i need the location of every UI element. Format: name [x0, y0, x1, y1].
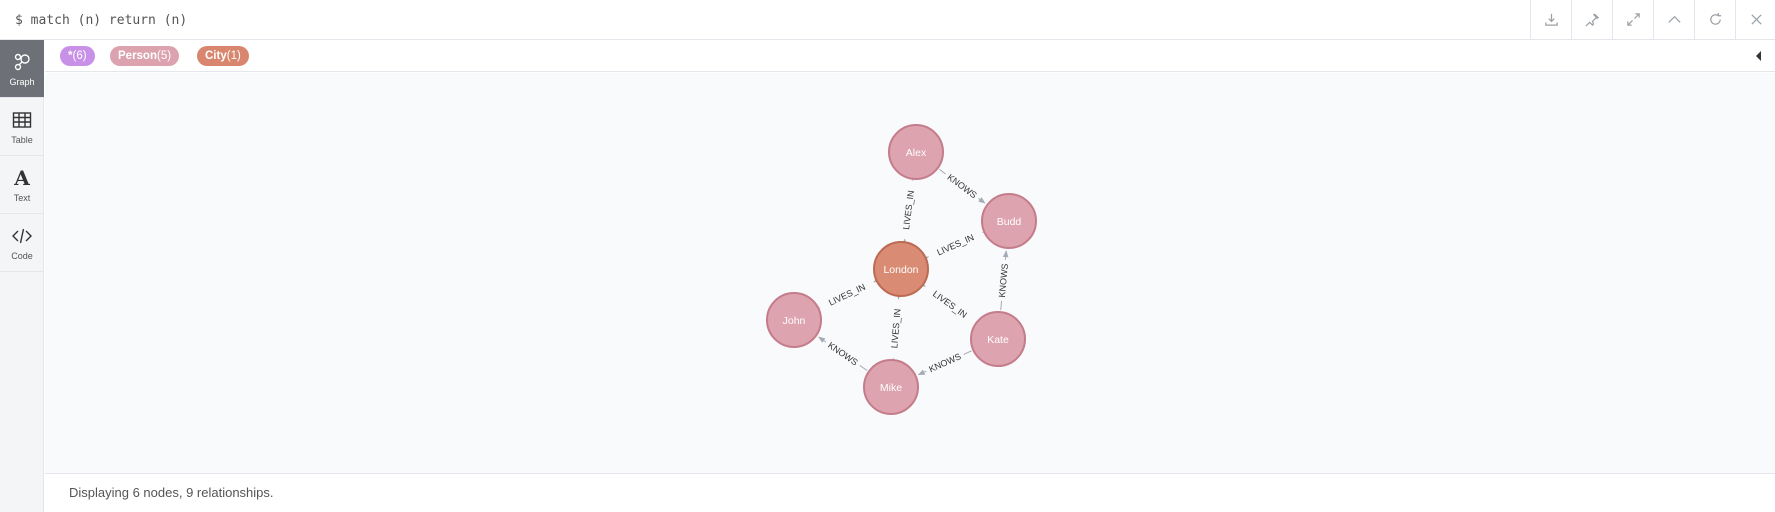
- relationship-label: KNOWS: [826, 340, 860, 368]
- node-label: Alex: [906, 147, 927, 159]
- sidebar-item-text[interactable]: A Text: [0, 156, 44, 214]
- node-circle: [766, 292, 822, 348]
- node-alex[interactable]: Alex: [888, 124, 944, 180]
- relationship-label: LIVES_IN: [935, 232, 975, 257]
- sidebar-item-label: Graph: [9, 76, 35, 87]
- text-icon: A: [14, 165, 30, 190]
- relationship-line: [859, 365, 868, 371]
- relationship-label: KNOWS: [945, 172, 978, 200]
- query-bar: $ match (n) return (n): [0, 0, 1775, 40]
- expand-icon: [1626, 13, 1640, 26]
- collapse-button[interactable]: [1653, 0, 1694, 39]
- collapse-legend-icon[interactable]: [1756, 51, 1761, 61]
- download-button[interactable]: [1530, 0, 1571, 39]
- relationship-lives-in[interactable]: LIVES_IN: [819, 276, 881, 309]
- rerun-icon: [1709, 12, 1721, 25]
- relationship-lives-in[interactable]: LIVES_IN: [918, 280, 975, 323]
- node-circle: [981, 193, 1037, 249]
- sidebar-item-label: Table: [11, 134, 33, 145]
- view-sidebar: Graph Table A Text Code: [0, 40, 44, 512]
- relationship-knows[interactable]: KNOWS: [938, 168, 986, 204]
- close-button[interactable]: [1735, 0, 1775, 39]
- relationship-knows[interactable]: KNOWS: [818, 336, 868, 371]
- relationship-label: LIVES_IN: [931, 289, 969, 320]
- relationship-line: [1002, 250, 1009, 261]
- relationship-line: [917, 369, 927, 376]
- legend-bar: *(6) Person(5) City(1): [45, 40, 1775, 72]
- status-text: Displaying 6 nodes, 9 relationships.: [69, 485, 274, 500]
- relationship-knows[interactable]: KNOWS: [917, 350, 972, 376]
- legend-count: (5): [157, 50, 172, 62]
- node-mike[interactable]: Mike: [863, 359, 919, 415]
- relationship-lives-in[interactable]: LIVES_IN: [901, 179, 916, 246]
- legend-label: City: [205, 50, 227, 62]
- legend-count: (1): [226, 50, 241, 62]
- node-kate[interactable]: Kate: [970, 311, 1026, 367]
- close-icon: [1750, 14, 1762, 25]
- node-circle: [888, 124, 944, 180]
- relationship-line: [963, 350, 972, 355]
- query-text[interactable]: $ match (n) return (n): [15, 13, 188, 28]
- node-circle: [863, 359, 919, 415]
- legend-label: *: [68, 50, 73, 62]
- pin-button[interactable]: [1571, 0, 1612, 39]
- relationship-line: [938, 168, 946, 175]
- pin-icon: [1585, 13, 1599, 27]
- node-label: Mike: [880, 382, 902, 394]
- graph-canvas[interactable]: KNOWS LIVES_IN LIVES_IN LIVES_IN LIVES_IN KNO…: [45, 73, 1775, 473]
- node-budd[interactable]: Budd: [981, 193, 1037, 249]
- sidebar-item-graph[interactable]: Graph: [0, 40, 44, 98]
- relationship-label: LIVES_IN: [901, 190, 916, 230]
- relationship-label: LIVES_IN: [827, 282, 867, 308]
- legend-pill-person[interactable]: Person(5): [110, 46, 180, 66]
- node-circle: [970, 311, 1026, 367]
- relationship-label: LIVES_IN: [889, 308, 902, 348]
- graph-svg: KNOWS LIVES_IN LIVES_IN LIVES_IN LIVES_IN KNO…: [766, 124, 1037, 415]
- node-label: Kate: [987, 334, 1009, 346]
- relationship-lives-in[interactable]: LIVES_IN: [889, 292, 903, 359]
- legend-count: (6): [72, 50, 87, 62]
- code-icon: [12, 228, 32, 243]
- collapse-up-icon: [1667, 15, 1681, 23]
- relationship-line: [1000, 300, 1003, 311]
- rerun-button[interactable]: [1694, 0, 1735, 39]
- node-circle: [873, 241, 929, 297]
- relationship-label: KNOWS: [927, 351, 962, 374]
- node-label: London: [883, 264, 918, 276]
- fullscreen-button[interactable]: [1612, 0, 1653, 39]
- relationship-label: KNOWS: [997, 263, 1010, 298]
- sidebar-item-label: Text: [13, 192, 31, 203]
- relationship-line: [978, 197, 986, 204]
- legend-pill-all[interactable]: *(6): [60, 46, 95, 66]
- node-london[interactable]: London: [873, 241, 929, 297]
- relationship-knows[interactable]: KNOWS: [997, 250, 1010, 311]
- node-label: John: [783, 315, 806, 327]
- download-icon: [1544, 13, 1558, 26]
- sidebar-item-code[interactable]: Code: [0, 214, 44, 272]
- table-icon: [12, 111, 32, 128]
- sidebar-item-label: Code: [11, 250, 33, 261]
- graph-icon: [14, 53, 30, 70]
- status-footer: Displaying 6 nodes, 9 relationships.: [45, 473, 1775, 512]
- relationship-lives-in[interactable]: LIVES_IN: [921, 231, 984, 262]
- node-john[interactable]: John: [766, 292, 822, 348]
- relationship-line: [818, 336, 827, 343]
- legend-pill-city[interactable]: City(1): [197, 46, 249, 66]
- sidebar-item-table[interactable]: Table: [0, 98, 44, 156]
- node-label: Budd: [997, 216, 1022, 228]
- legend-label: Person: [118, 50, 157, 62]
